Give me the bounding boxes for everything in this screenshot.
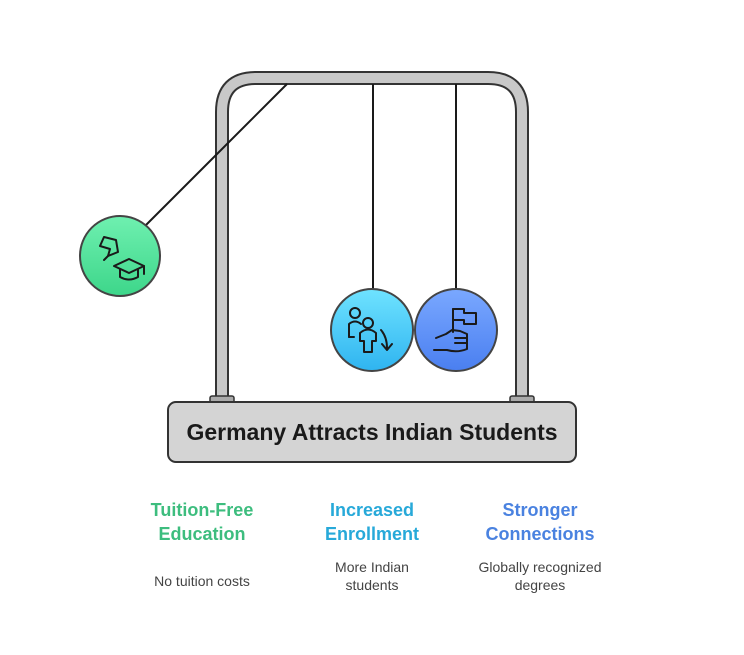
item-description: Globally recognized degrees xyxy=(455,558,625,594)
ball-connections xyxy=(414,288,498,372)
item-desc-line1: More Indian xyxy=(335,559,409,575)
string-1 xyxy=(144,83,288,227)
item-description: More Indian students xyxy=(287,558,457,594)
item-desc-line2: students xyxy=(345,577,399,593)
item-desc-line2: degrees xyxy=(514,577,566,593)
item-title: Tuition-Free Education xyxy=(117,498,287,546)
ball-enrollment xyxy=(330,288,414,372)
item-stronger-connections: Stronger Connections Globally recognized… xyxy=(455,498,625,594)
diagram-title: Germany Attracts Indian Students xyxy=(186,418,558,445)
item-title-line1: Stronger xyxy=(502,500,578,520)
item-desc-line1: Globally recognized xyxy=(478,559,602,575)
hand-flag-icon xyxy=(433,308,477,353)
education-cap-icon xyxy=(99,236,145,281)
item-desc-line1: No tuition costs xyxy=(154,573,250,589)
item-increased-enrollment: Increased Enrollment More Indian student… xyxy=(287,498,457,594)
ball-education xyxy=(79,215,161,297)
item-description: No tuition costs xyxy=(117,572,287,590)
item-title: Stronger Connections xyxy=(455,498,625,546)
item-title-line2: Enrollment xyxy=(324,524,419,544)
item-title-line2: Education xyxy=(158,524,246,544)
item-title-line2: Connections xyxy=(485,524,595,544)
item-title-line1: Increased xyxy=(329,500,415,520)
students-growth-icon xyxy=(348,307,393,353)
item-title-line1: Tuition-Free xyxy=(150,500,254,520)
item-tuition-free: Tuition-Free Education No tuition costs xyxy=(117,498,287,590)
cradle-base xyxy=(167,401,577,463)
cradle-frame xyxy=(209,71,535,405)
item-title: Increased Enrollment xyxy=(287,498,457,546)
